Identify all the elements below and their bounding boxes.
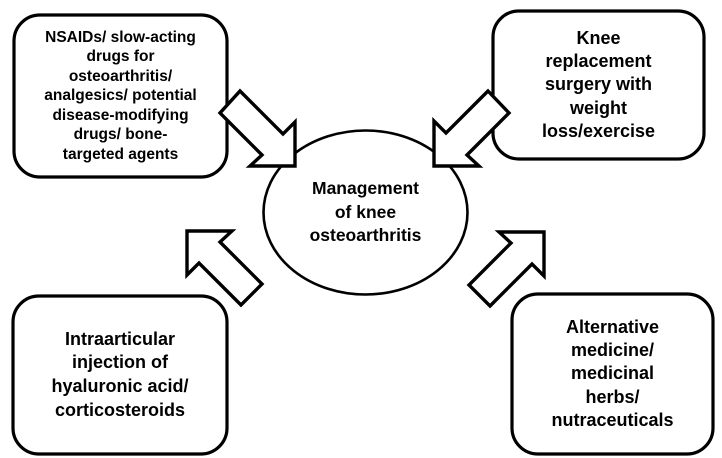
arrow-topleft-to-center-icon (217, 88, 297, 168)
center-node-shape[interactable] (262, 129, 469, 296)
node-bottomright-shape[interactable] (510, 292, 715, 456)
node-topright-shape[interactable] (491, 9, 706, 161)
node-bottomleft-shape[interactable] (11, 294, 229, 456)
arrow-topright-to-center-icon (432, 88, 512, 168)
arrow-bottomright-to-center-icon (466, 230, 546, 309)
node-topleft-shape[interactable] (12, 13, 229, 179)
arrow-bottomleft-to-center-icon (185, 229, 265, 308)
